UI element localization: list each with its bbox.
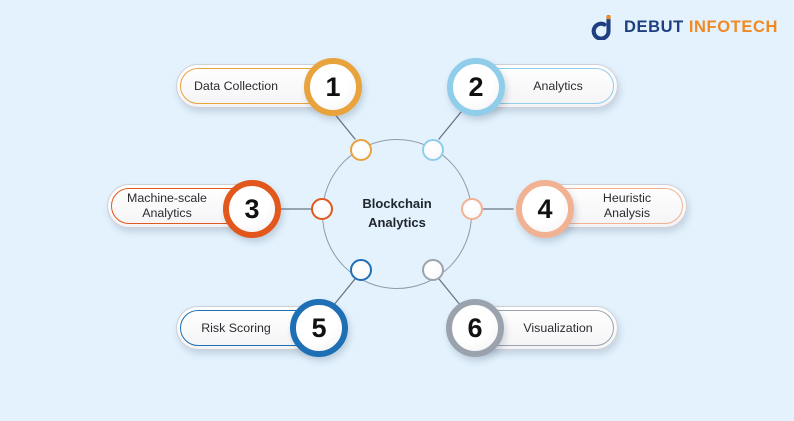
step-number-3[interactable]: 3 [223,180,281,238]
step-number-4[interactable]: 4 [516,180,574,238]
hub-dot-3 [311,198,333,220]
step-number-6[interactable]: 6 [446,299,504,357]
hub-dot-5 [350,259,372,281]
hub-dot-1 [350,139,372,161]
pill-label-risk-scoring: Risk Scoring [201,320,271,335]
pill-label-machine-scale-analytics: Machine-scale Analytics [127,191,207,220]
step-number-6-value: 6 [467,312,483,343]
hub-dot-2 [422,139,444,161]
step-number-4-value: 4 [537,193,553,224]
step-number-1[interactable]: 1 [304,58,362,116]
pill-label-analytics: Analytics [533,78,583,93]
step-number-2-value: 2 [468,71,484,102]
hub-title-line1: Blockchain [362,196,432,212]
pill-label-heuristic-analysis: Heuristic Analysis [602,191,652,220]
hub-title: Blockchain Analytics [322,139,472,289]
step-number-2[interactable]: 2 [447,58,505,116]
logo-word-debut: DEBUT [624,17,684,36]
step-number-1-value: 1 [325,71,341,102]
step-number-3-value: 3 [244,193,260,224]
hub-title-line2: Analytics [368,215,426,230]
pill-label-visualization: Visualization [523,320,593,335]
step-number-5[interactable]: 5 [290,299,348,357]
hub-dot-6 [422,259,444,281]
hub-dot-4 [461,198,483,220]
logo-word-infotech: INFOTECH [688,17,778,36]
debut-infotech-logo-mark [591,14,617,41]
pill-label-data-collection: Data Collection [193,78,279,93]
step-number-5-value: 5 [311,312,327,343]
